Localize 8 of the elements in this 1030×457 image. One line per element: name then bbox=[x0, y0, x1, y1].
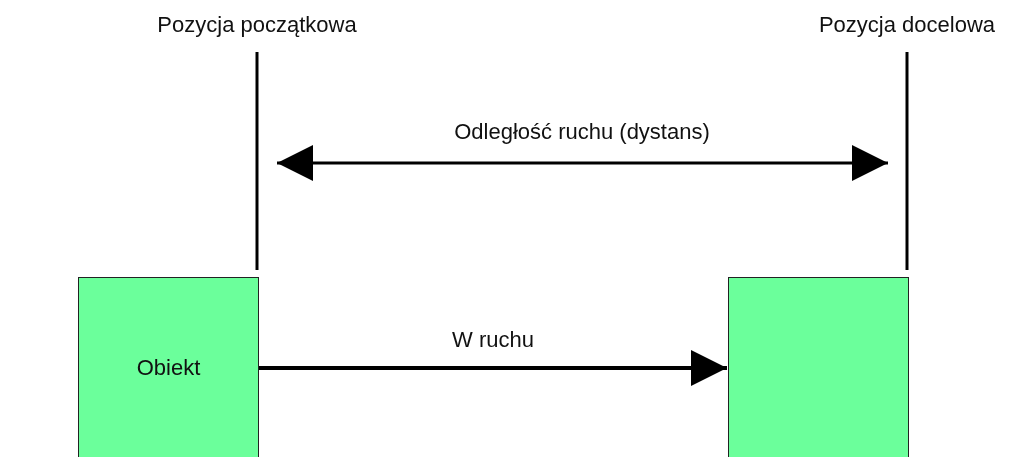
dimension-label: Odległość ruchu (dystans) bbox=[454, 119, 710, 145]
object-box bbox=[78, 277, 259, 457]
target-box bbox=[728, 277, 909, 457]
position-label: Pozycja początkowa bbox=[157, 12, 357, 38]
position-label: Pozycja docelowa bbox=[818, 12, 996, 38]
node-label: Obiekt bbox=[136, 355, 201, 381]
edge-label: W ruchu bbox=[452, 327, 534, 353]
arrow bbox=[259, 350, 727, 386]
